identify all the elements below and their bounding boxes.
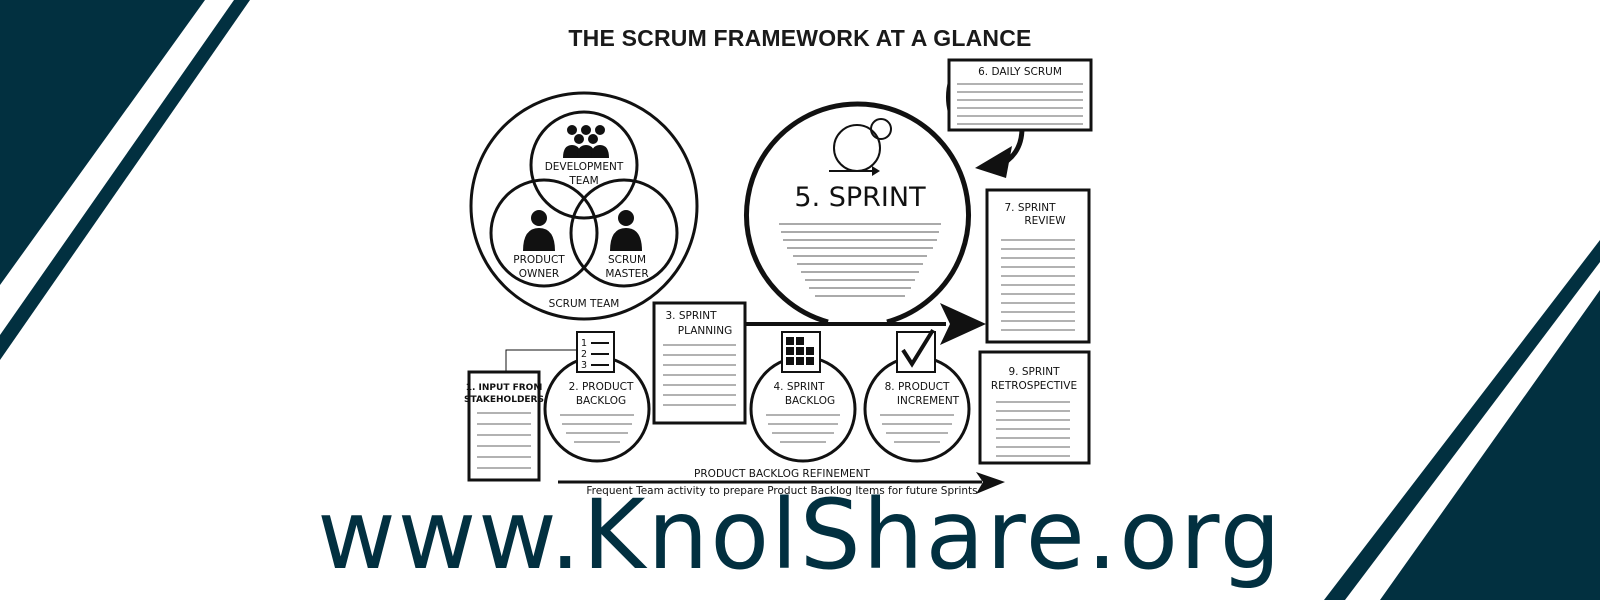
product-backlog-label-line1: 2. PRODUCT [569, 381, 634, 393]
right-stripe-thin [1324, 240, 1600, 600]
development-team-label-line1: DEVELOPMENT [545, 161, 624, 173]
input-stakeholders-label-line2: STAKEHOLDERS [464, 395, 544, 405]
sprint-flow-arrowhead [940, 303, 986, 345]
numbered-list-icon: 1 2 3 [576, 331, 615, 373]
sprint-retrospective-text-lines [996, 401, 1070, 457]
input-stakeholders-text-lines [477, 412, 531, 469]
development-team-circle [529, 110, 639, 220]
page-title: THE SCRUM FRAMEWORK AT A GLANCE [568, 25, 1032, 51]
product-owner-label-line2: OWNER [519, 268, 559, 280]
scrum-master-icon [610, 210, 642, 251]
sprint-planning-label-line2: PLANNING [678, 325, 732, 337]
sprint-retrospective-box [978, 350, 1091, 465]
refinement-arrowhead [976, 472, 1005, 494]
sprint-circle [744, 101, 971, 325]
sprint-cycle-icon [829, 118, 892, 176]
website-url: www.KnolShare.org [317, 479, 1283, 591]
sprint-label: 5. SPRINT [794, 182, 926, 213]
scrum-team-circle [469, 91, 699, 321]
sprint-planning-box [652, 301, 747, 425]
sprint-planning-text-lines [663, 344, 736, 406]
scrum-master-label-line2: MASTER [605, 268, 648, 280]
product-owner-icon [523, 210, 555, 251]
scrum-master-label-line1: SCRUM [608, 254, 646, 266]
right-stripe-wide [1380, 290, 1600, 600]
input-stakeholders-label-line1: 1. INPUT FROM [466, 383, 543, 393]
list-number-3: 3 [581, 360, 587, 371]
product-increment-label-line1: 8. PRODUCT [885, 381, 950, 393]
daily-scrum-label: 6. DAILY SCRUM [978, 66, 1062, 78]
sprint-planning-label-line1: 3. SPRINT [665, 310, 717, 322]
sprint-review-box [985, 188, 1091, 344]
refinement-description: Frequent Team activity to prepare Produc… [586, 485, 977, 497]
sprint-retrospective-label-line1: 9. SPRINT [1008, 366, 1060, 378]
scrum-team-label: SCRUM TEAM [549, 298, 620, 310]
sprint-backlog-label-line2: BACKLOG [785, 395, 835, 407]
sprint-review-label-line1: 7. SPRINT [1004, 202, 1056, 214]
list-number-1: 1 [581, 338, 587, 349]
sprint-review-text-lines [1001, 239, 1075, 331]
product-owner-label-line1: PRODUCT [513, 254, 565, 266]
daily-scrum-arrowhead [975, 146, 1012, 178]
input-stakeholders-box [467, 370, 541, 482]
sprint-backlog-label-line1: 4. SPRINT [773, 381, 825, 393]
left-stripe-wide [0, 0, 205, 285]
sprint-retrospective-label-line2: RETROSPECTIVE [991, 380, 1077, 392]
product-owner-circle [489, 178, 599, 288]
sprint-backlog-text-lines [766, 414, 840, 443]
checkmark-icon [896, 328, 936, 373]
development-team-label-line2: TEAM [568, 175, 598, 187]
grid-icon [781, 331, 821, 373]
daily-scrum-text-lines [957, 83, 1083, 125]
product-backlog-label-line2: BACKLOG [576, 395, 626, 407]
input-connector-line [505, 349, 580, 372]
product-increment-text-lines [880, 414, 954, 443]
daily-scrum-box [947, 58, 1093, 132]
scrum-master-circle [569, 178, 679, 288]
sprint-review-label-line2: REVIEW [1024, 215, 1066, 227]
sprint-text-lines [779, 223, 941, 297]
refinement-title: PRODUCT BACKLOG REFINEMENT [694, 468, 870, 480]
product-backlog-text-lines [560, 414, 634, 443]
left-stripe-thin [0, 0, 250, 360]
product-increment-label-line2: INCREMENT [897, 395, 960, 407]
scrum-team-group [469, 91, 699, 321]
development-team-icon [563, 125, 609, 158]
list-number-2: 2 [581, 349, 587, 360]
